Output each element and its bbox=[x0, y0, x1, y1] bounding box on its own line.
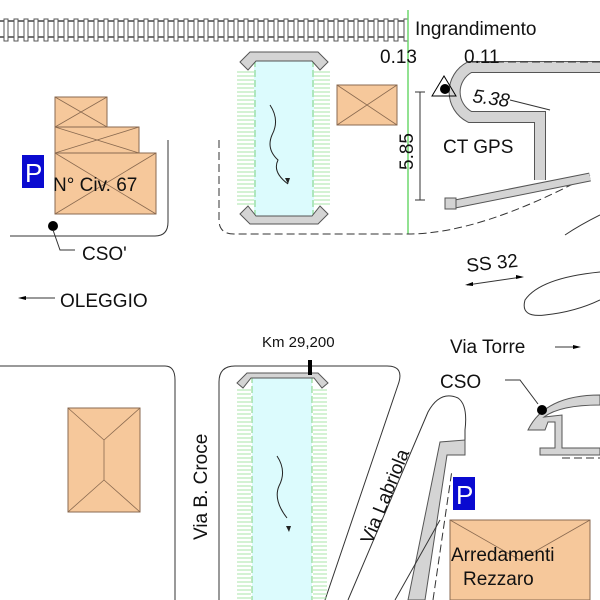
label-house-number: N° Civ. 67 bbox=[53, 175, 137, 196]
rail-sleeper bbox=[183, 18, 189, 42]
rail-sleeper bbox=[23, 18, 29, 42]
rail-sleeper bbox=[243, 18, 249, 42]
rail-sleeper bbox=[53, 18, 59, 42]
rail-sleeper bbox=[223, 18, 229, 42]
label-magnify: Ingrandimento bbox=[415, 19, 536, 40]
rail-sleeper bbox=[233, 18, 239, 42]
rail-sleeper bbox=[363, 18, 369, 42]
rail-sleeper bbox=[303, 18, 309, 42]
rail-sleeper bbox=[43, 18, 49, 42]
rail-sleeper bbox=[123, 18, 129, 42]
label-dim-diag: 5.38 bbox=[471, 86, 511, 112]
rail-sleeper bbox=[333, 18, 339, 42]
parking-sign: P bbox=[453, 477, 475, 510]
parking-sign: P bbox=[22, 155, 44, 188]
svg-text:P: P bbox=[456, 480, 473, 510]
rail-sleeper bbox=[93, 18, 99, 42]
rail-sleeper bbox=[73, 18, 79, 42]
rail-sleeper bbox=[173, 18, 179, 42]
rail-sleeper bbox=[153, 18, 159, 42]
canal-top bbox=[237, 51, 330, 225]
cso-manhole bbox=[537, 405, 547, 415]
rail-sleeper bbox=[323, 18, 329, 42]
rail-sleeper bbox=[393, 18, 399, 42]
label-ss32: SS 32 bbox=[465, 251, 519, 277]
label-shop-line2: Rezzaro bbox=[463, 569, 534, 590]
rail-sleeper bbox=[313, 18, 319, 42]
rail-sleeper bbox=[273, 18, 279, 42]
cso-prime-manhole bbox=[48, 221, 58, 231]
rail-sleeper bbox=[213, 18, 219, 42]
label-dim-left: 0.13 bbox=[380, 47, 417, 68]
rail-sleeper bbox=[143, 18, 149, 42]
rail-sleeper bbox=[83, 18, 89, 42]
rail-sleeper bbox=[163, 18, 169, 42]
rail-sleeper bbox=[353, 18, 359, 42]
road-edge bbox=[347, 395, 467, 600]
rail-sleeper bbox=[383, 18, 389, 42]
label-cso-prime: CSO' bbox=[82, 244, 127, 265]
railway bbox=[0, 18, 409, 42]
label-dim-vert: 5.85 bbox=[397, 133, 418, 170]
gps-point bbox=[440, 84, 450, 94]
rail-sleeper bbox=[113, 18, 119, 42]
rail-sleeper bbox=[63, 18, 69, 42]
rail-sleeper bbox=[203, 18, 209, 42]
rail-sleeper bbox=[283, 18, 289, 42]
label-ct-gps: CT GPS bbox=[443, 137, 513, 158]
svg-text:P: P bbox=[25, 158, 42, 188]
rail-sleeper bbox=[33, 18, 39, 42]
road-edge bbox=[523, 271, 600, 316]
label-shop-line1: Arredamenti bbox=[451, 545, 555, 566]
rail-sleeper bbox=[193, 18, 199, 42]
label-cso: CSO bbox=[440, 372, 481, 393]
label-dim-right: 0.11 bbox=[464, 47, 500, 68]
road-edge bbox=[0, 365, 176, 600]
label-via-torre: Via Torre bbox=[450, 337, 525, 358]
label-oleggio: OLEGGIO bbox=[60, 291, 148, 312]
rail-sleeper bbox=[3, 18, 9, 42]
rail-sleeper bbox=[263, 18, 269, 42]
rail-sleeper bbox=[253, 18, 259, 42]
rail-sleeper bbox=[133, 18, 139, 42]
rail-sleeper bbox=[293, 18, 299, 42]
rail-sleeper bbox=[13, 18, 19, 42]
rail-sleeper bbox=[343, 18, 349, 42]
label-via-labriola: Via Labriola bbox=[357, 446, 414, 547]
canal-bottom bbox=[236, 372, 329, 600]
rail-sleeper bbox=[103, 18, 109, 42]
rail-sleeper bbox=[373, 18, 379, 42]
road-edge bbox=[10, 140, 169, 237]
label-km: Km 29,200 bbox=[262, 334, 335, 351]
label-via-croce: Via B. Croce bbox=[191, 434, 212, 540]
